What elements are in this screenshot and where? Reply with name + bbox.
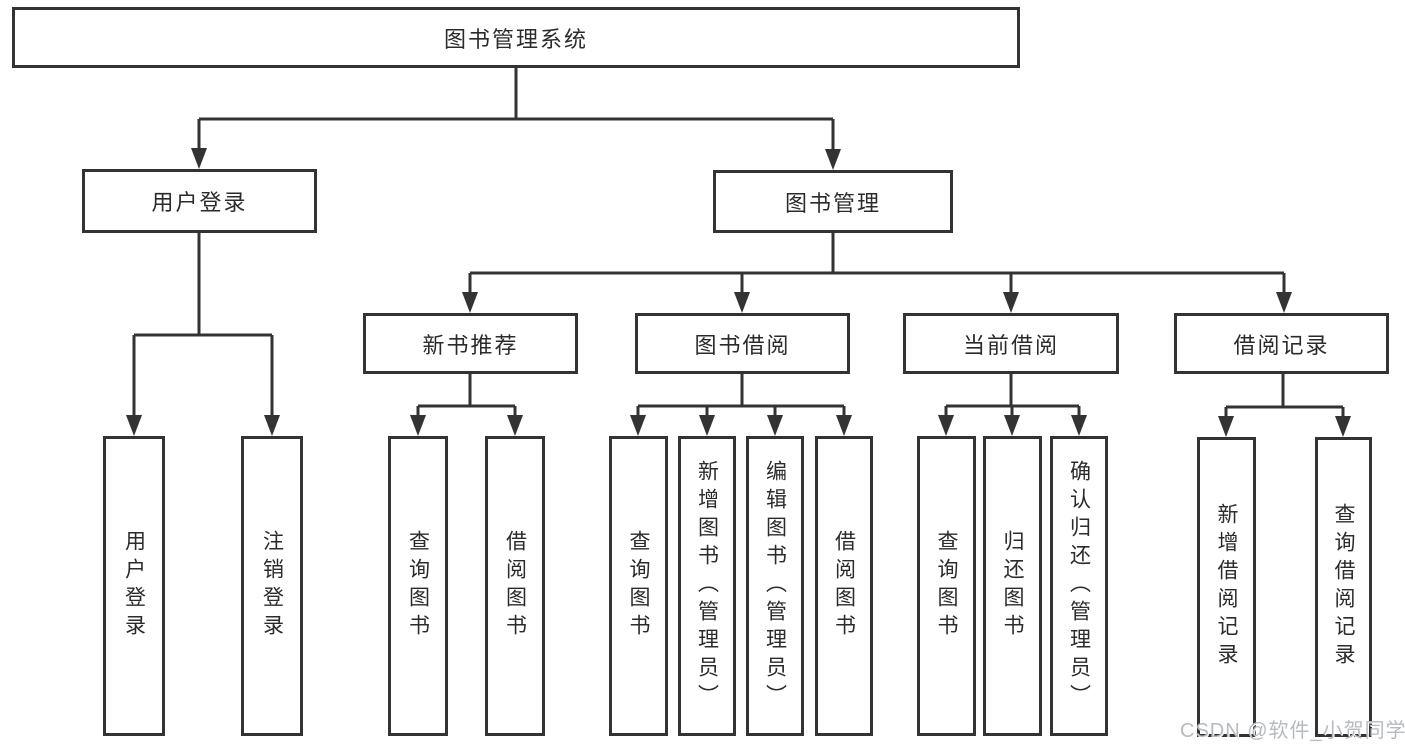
- node-borrowing-records: 借阅记录: [1174, 313, 1389, 374]
- connector-new-book-recommend: [410, 374, 523, 436]
- node-library-system: 图书管理系统: [12, 7, 1020, 68]
- node-book-management: 图书管理: [713, 170, 953, 233]
- connector-book-management: [462, 233, 1292, 313]
- node-cb-confirm-return: 确认归还（管理员）: [1050, 436, 1108, 736]
- node-label: 借阅图书: [832, 530, 856, 642]
- node-bb-borrow-books: 借阅图书: [815, 436, 873, 736]
- node-label: 查询借阅记录: [1332, 503, 1355, 671]
- node-label: 新增图书（管理员）: [695, 460, 719, 712]
- node-label: 查询图书: [935, 530, 958, 642]
- node-cb-return-books: 归还图书: [983, 436, 1042, 736]
- connector-user-login: [126, 233, 280, 436]
- node-label: 新增借阅记录: [1215, 503, 1238, 671]
- node-label: 借阅图书: [503, 530, 527, 642]
- node-label: 用户登录: [122, 530, 146, 642]
- node-label: 归还图书: [1001, 530, 1024, 642]
- node-user-login-branch: 用户登录: [82, 169, 317, 233]
- node-cb-query-books: 查询图书: [917, 436, 976, 736]
- node-logout: 注销登录: [241, 436, 303, 736]
- connector-borrowing-records: [1218, 374, 1351, 437]
- node-nbr-query-books: 查询图书: [388, 436, 448, 736]
- node-new-book-recommend: 新书推荐: [363, 313, 578, 374]
- node-bb-add-books: 新增图书（管理员）: [678, 436, 736, 736]
- node-br-query-record: 查询借阅记录: [1315, 437, 1372, 737]
- node-bb-query-books: 查询图书: [609, 436, 668, 736]
- connector-current-borrowing: [938, 374, 1087, 436]
- node-nbr-borrow-books: 借阅图书: [485, 436, 545, 736]
- node-label: 查询图书: [406, 530, 430, 642]
- csdn-watermark: CSDN @软件_小贺同学: [1180, 720, 1405, 742]
- connector-book-borrowing: [630, 374, 852, 436]
- node-current-borrowing: 当前借阅: [903, 313, 1119, 374]
- node-label: 编辑图书（管理员）: [763, 460, 787, 712]
- node-bb-edit-books: 编辑图书（管理员）: [746, 436, 804, 736]
- node-label: 确认归还（管理员）: [1067, 460, 1091, 712]
- connector-root: [191, 68, 841, 170]
- node-label: 查询图书: [627, 530, 650, 642]
- node-user-login: 用户登录: [103, 436, 165, 736]
- node-br-add-record: 新增借阅记录: [1197, 437, 1256, 737]
- node-book-borrowing: 图书借阅: [635, 313, 850, 374]
- node-label: 注销登录: [260, 530, 284, 642]
